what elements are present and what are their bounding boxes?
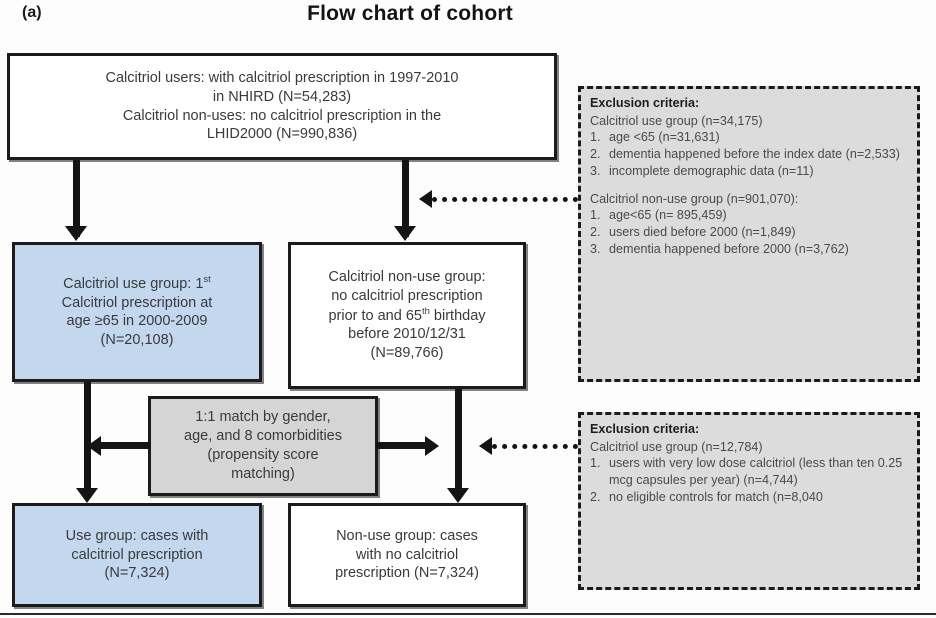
list-item: 1. users with very low dose calcitriol (…: [590, 455, 910, 488]
page-title: Flow chart of cohort: [307, 2, 513, 25]
connector-source-to-use: [73, 160, 80, 237]
item-number: 2.: [590, 489, 601, 504]
arrowhead-nonuse-to-final: [447, 488, 469, 503]
nonuse-group-line-5: (N=89,766): [370, 345, 444, 362]
node-final-use-group: Use group: cases with calcitriol prescri…: [12, 503, 262, 607]
list-item: 2. dementia happened before the index da…: [590, 146, 910, 163]
list-item: 2. no eligible controls for match (n=8,0…: [590, 489, 910, 506]
node-final-nonuse-group: Non-use group: cases with no calcitriol …: [288, 503, 526, 607]
panel-letter: (a): [22, 4, 42, 21]
use-group-line-3: age ≥65 in 2000-2009: [66, 313, 208, 330]
exclusion-1-group-a-list: 1. age <65 (n=31,631) 2. dementia happen…: [590, 129, 910, 179]
node-propensity-matching: 1:1 match by gender, age, and 8 comorbid…: [148, 396, 378, 496]
connector-nonuse-to-final: [455, 389, 462, 497]
list-item: 1. age <65 (n=31,631): [590, 129, 910, 146]
item-number: 1.: [590, 130, 601, 145]
source-line-1: Calcitriol users: with calcitriol prescr…: [105, 69, 459, 86]
nonuse-group-ordinal-suffix: th: [421, 305, 430, 317]
matching-line-3: (propensity score: [207, 447, 319, 463]
item-number: 1.: [590, 208, 601, 223]
dotted-connector-exclusion-2: [492, 444, 578, 449]
connector-matching-left: [100, 442, 150, 449]
exclusion-criteria-box-1: Exclusion criteria: Calcitriol use group…: [578, 86, 920, 382]
exclusion-criteria-box-2: Exclusion criteria: Calcitriol use group…: [578, 412, 920, 590]
use-group-ordinal-suffix: st: [203, 273, 211, 285]
arrowhead-source-to-nonuse: [394, 226, 416, 241]
use-group-line-4: (N=20,108): [100, 332, 174, 349]
exclusion-1-group-b-header: Calcitriol non-use group (n=901,070):: [590, 191, 799, 206]
item-number: 3.: [590, 241, 601, 256]
final-nonuse-line-3: prescription (N=7,324): [335, 565, 479, 582]
nonuse-group-line-1: Calcitriol non-use group:: [328, 268, 486, 285]
use-group-line-2: Calcitriol prescription at: [61, 294, 213, 311]
nonuse-group-line-3: prior to and 65th birthday: [297, 306, 517, 326]
exclusion-1-group-a-header: Calcitriol use group (n=34,175): [590, 113, 763, 128]
exclusion-2-group-a-list: 1. users with very low dose calcitriol (…: [590, 455, 910, 505]
source-line-4: LHID2000 (N=990,836): [206, 126, 358, 143]
matching-line-1: 1:1 match by gender,: [195, 409, 331, 426]
final-nonuse-line-2: with no calcitriol: [355, 546, 459, 563]
use-group-line-1-text: Calcitriol use group: 1: [63, 275, 204, 292]
list-item: 1. age<65 (n= 895,459): [590, 207, 910, 224]
item-text: dementia happened before 2000 (n=3,762): [609, 241, 849, 256]
item-number: 2.: [590, 147, 601, 162]
final-use-line-3: (N=7,324): [104, 565, 170, 582]
nonuse-group-line-2: no calcitriol prescription: [331, 287, 483, 304]
item-text: users died before 2000 (n=1,849): [609, 225, 796, 240]
connector-matching-right: [376, 442, 426, 449]
nonuse-group-line-3-tail: birthday: [429, 307, 486, 324]
dotted-connector-exclusion-1: [432, 197, 578, 202]
exclusion-2-group-a-header: Calcitriol use group (n=12,784): [590, 439, 763, 454]
matching-line-2: age, and 8 comorbidities: [184, 428, 342, 445]
node-source-cohort: Calcitriol users: with calcitriol prescr…: [7, 53, 557, 160]
final-nonuse-line-1: Non-use group: cases: [336, 527, 478, 544]
list-item: 3. incomplete demographic data (n=11): [590, 163, 910, 180]
arrowhead-matching-right: [425, 436, 439, 456]
item-text: incomplete demographic data (n=11): [609, 163, 814, 178]
nonuse-group-line-3-text: prior to and 65: [328, 307, 422, 324]
node-calcitriol-nonuse-group: Calcitriol non-use group: no calcitriol …: [288, 242, 526, 389]
arrowhead-use-to-final: [76, 488, 98, 503]
item-text: no eligible controls for match (n=8,040: [609, 489, 823, 504]
exclusion-1-group-b-list: 1. age<65 (n= 895,459) 2. users died bef…: [590, 207, 910, 257]
source-line-2: in NHIRD (N=54,283): [212, 88, 352, 105]
matching-line-4: matching): [231, 465, 295, 482]
item-text: dementia happened before the index date …: [609, 147, 900, 162]
nonuse-group-line-4: before 2010/12/31: [348, 326, 466, 343]
source-line-3: Calcitriol non-uses: no calcitriol presc…: [122, 107, 442, 124]
use-group-line-1: Calcitriol use group: 1st: [21, 274, 253, 294]
item-number: 3.: [590, 163, 601, 178]
arrowhead-exclusion-1: [419, 190, 432, 208]
final-use-line-1: Use group: cases with: [65, 527, 209, 544]
item-text: age <65 (n=31,631): [609, 130, 720, 145]
connector-source-to-nonuse: [402, 160, 409, 237]
final-use-line-2: calcitriol prescription: [71, 546, 203, 563]
exclusion-2-title: Exclusion criteria:: [590, 422, 700, 436]
item-text: age<65 (n= 895,459): [609, 208, 727, 223]
arrowhead-source-to-use: [65, 226, 87, 241]
exclusion-1-gap: [590, 180, 910, 191]
item-number: 2.: [590, 225, 601, 240]
exclusion-1-title: Exclusion criteria:: [590, 96, 700, 110]
list-item: 3. dementia happened before 2000 (n=3,76…: [590, 241, 910, 258]
arrowhead-exclusion-2: [479, 437, 492, 455]
list-item: 2. users died before 2000 (n=1,849): [590, 224, 910, 241]
arrowhead-matching-left: [87, 436, 101, 456]
item-text: users with very low dose calcitriol (les…: [609, 456, 903, 488]
figure-bottom-rule: [0, 613, 936, 615]
node-calcitriol-use-group: Calcitriol use group: 1st Calcitriol pre…: [12, 242, 262, 382]
item-number: 1.: [590, 456, 601, 471]
